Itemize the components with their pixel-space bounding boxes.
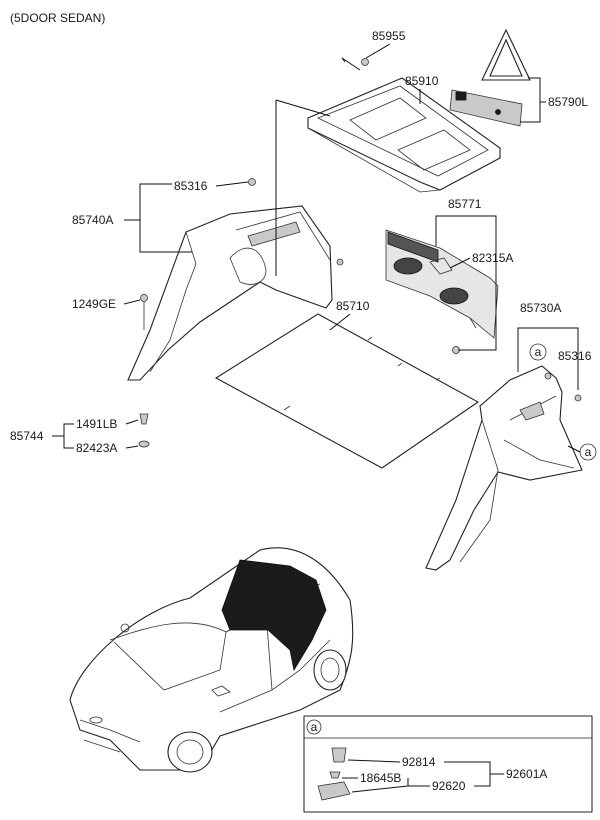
inset-box: a 92814 18645B 92620 92601A [303, 715, 593, 813]
clip-1491LB [139, 413, 149, 425]
label-85710: 85710 [336, 299, 370, 313]
label-85740A: 85740A [72, 213, 113, 227]
warning-triangle-85790L [449, 28, 531, 127]
label-85316-left: 85316 [174, 179, 208, 193]
clip-82423A [138, 440, 150, 448]
bolt-1249GE [140, 294, 148, 330]
label-85730A: 85730A [520, 301, 561, 315]
right-side-trim-85730A [425, 365, 583, 571]
left-side-trim-85740A [127, 205, 344, 381]
svg-text:a: a [585, 445, 592, 459]
label-85790L: 85790L [548, 95, 588, 109]
label-85955: 85955 [372, 29, 406, 43]
label-85910: 85910 [405, 74, 439, 88]
transverse-trim-85771 [385, 229, 499, 339]
clip-85955 [361, 58, 369, 66]
label-82315A: 82315A [472, 251, 513, 265]
bulb-18645B [329, 771, 341, 779]
label-85744: 85744 [10, 429, 44, 443]
label-1249GE: 1249GE [72, 297, 116, 311]
label-1491LB: 1491LB [76, 417, 117, 431]
lamp-92814 [331, 747, 347, 763]
luggage-mat-85710 [214, 313, 480, 469]
inset-tag: a [311, 720, 318, 734]
clip-85316-left [248, 178, 256, 186]
label-82423A: 82423A [76, 441, 117, 455]
vehicle-illustration [69, 547, 354, 773]
lamp-housing-92620 [317, 781, 351, 801]
label-92814: 92814 [402, 755, 436, 769]
label-92601A: 92601A [506, 767, 547, 781]
callout-a-lower: a [579, 443, 597, 461]
label-18645B: 18645B [360, 771, 401, 785]
svg-text:a: a [535, 345, 542, 359]
callout-a-upper: a [529, 343, 547, 361]
label-85771: 85771 [448, 197, 482, 211]
variant-title: (5DOOR SEDAN) [10, 11, 105, 25]
parcel-shelf-85910 [307, 77, 501, 193]
label-92620: 92620 [432, 779, 466, 793]
label-85316-right: 85316 [558, 349, 592, 363]
